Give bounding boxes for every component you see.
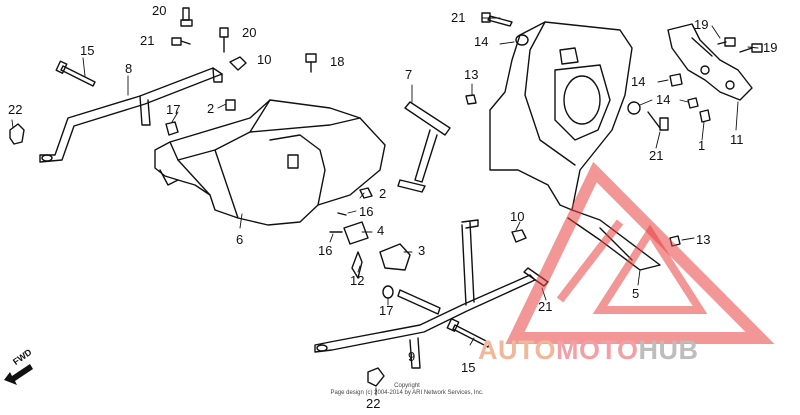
fwd-arrow-icon <box>4 364 33 385</box>
clip-part-22-lower <box>367 367 385 387</box>
callout-12: 12 <box>350 273 365 288</box>
clip-part-22-left <box>9 123 25 145</box>
callout-13-lower: 13 <box>696 232 711 247</box>
callout-14-top: 14 <box>474 34 489 49</box>
callout-18: 18 <box>330 54 345 69</box>
callout-14-right: 14 <box>656 92 671 107</box>
watermark-text-auto: AUTO <box>478 335 557 365</box>
callout-22-lower: 22 <box>366 396 381 411</box>
callout-3: 3 <box>418 243 426 258</box>
callout-20-mid: 20 <box>242 25 257 40</box>
callout-20-top: 20 <box>152 3 167 18</box>
bracket-part-8 <box>39 67 223 163</box>
nut-part-10 <box>511 229 527 243</box>
watermark-text-hub: HUB <box>638 335 699 365</box>
callout-22-left: 22 <box>8 102 23 117</box>
callout-7: 7 <box>405 67 413 82</box>
callout-15-lower: 15 <box>461 360 476 375</box>
callout-13-upper: 13 <box>464 67 479 82</box>
callout-21-lower: 21 <box>538 299 553 314</box>
callout-4: 4 <box>377 223 385 238</box>
fastener-parts-top <box>165 7 317 136</box>
bolt-part-15-lower <box>446 318 491 348</box>
cover-part-6 <box>154 99 386 226</box>
callout-2-center: 2 <box>379 186 387 201</box>
callout-8: 8 <box>125 61 133 76</box>
callout-2-upper: 2 <box>207 101 215 116</box>
watermark-text-moto: MOTO <box>556 335 639 365</box>
callout-19-lower: 19 <box>763 40 778 55</box>
bracket-part-7 <box>397 101 451 193</box>
callout-10-lower: 10 <box>510 209 525 224</box>
callout-11: 11 <box>730 132 744 147</box>
callout-17-lower: 17 <box>379 303 394 318</box>
callout-1: 1 <box>698 138 706 153</box>
callout-5: 5 <box>632 286 640 301</box>
callout-6: 6 <box>236 232 244 247</box>
leader-lines <box>11 17 759 396</box>
callout-17-upper: 17 <box>166 102 181 117</box>
watermark-triangle-icon <box>505 161 775 344</box>
copyright-line-1: Copyright <box>394 383 420 389</box>
copyright-line-2: Page design (c) 2004-2014 by ARI Network… <box>330 390 484 396</box>
callout-15-top: 15 <box>80 43 95 58</box>
callout-21-right: 21 <box>649 148 664 163</box>
bolt-part-15-upper <box>55 60 96 87</box>
callout-21-left: 21 <box>140 33 155 48</box>
bracket-part-11 <box>667 23 753 101</box>
callout-19-upper: 19 <box>694 17 709 32</box>
callout-10-top: 10 <box>257 52 272 67</box>
callout-21-top: 21 <box>451 10 466 25</box>
fastener-parts-right <box>465 12 763 287</box>
callout-14-mid: 14 <box>631 74 646 89</box>
callout-16-lower: 16 <box>318 243 333 258</box>
copyright-notice: Copyright Page design (c) 2004-2014 by A… <box>312 383 502 397</box>
callout-9: 9 <box>408 349 416 364</box>
watermark-logo: AUTOMOTOHUB <box>478 337 699 364</box>
callout-16-upper: 16 <box>359 204 374 219</box>
shield-part-5 <box>489 21 661 271</box>
